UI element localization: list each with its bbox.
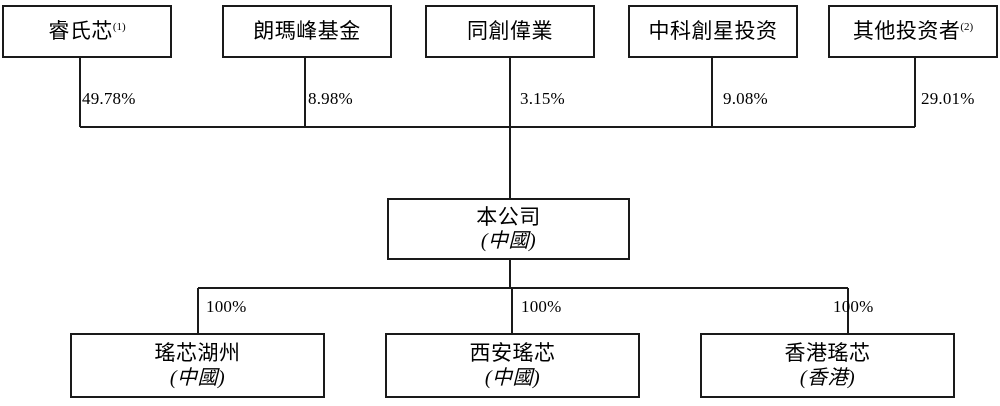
ownership-label-tongchuang: 3.15% [520,89,565,108]
ownership-label-xian-yaoxin: 100% [521,297,562,316]
node-title: 睿氏芯(1) [48,18,126,43]
node-title: 其他投资者(2) [852,18,974,43]
ownership-label-zhongke: 9.08% [723,89,768,108]
node-jurisdiction: (中國) [484,366,541,389]
subsidiary-box-yaoxin-huzhou[interactable]: 瑤芯湖州(中國) [70,333,325,398]
node-title: 西安瑤芯 [469,341,556,366]
node-title: 瑤芯湖州 [154,341,241,366]
ownership-label-ruishixin: 49.78% [82,89,136,108]
ownership-label-others: 29.01% [921,89,975,108]
node-title: 香港瑤芯 [784,341,871,366]
node-title: 中科創星投资 [648,18,778,43]
shareholder-box-zhongke[interactable]: 中科創星投资 [628,5,798,58]
node-title: 本公司 [476,204,541,229]
node-title: 朗瑪峰基金 [253,18,361,43]
shareholder-box-others[interactable]: 其他投资者(2) [828,5,998,58]
node-jurisdiction: (中國) [169,366,226,389]
shareholder-box-tongchuang[interactable]: 同創偉業 [425,5,595,58]
node-jurisdiction: (中國) [480,230,537,253]
footnote-marker: (2) [960,20,974,33]
ownership-label-yaoxin-huzhou: 100% [206,297,247,316]
node-title: 同創偉業 [467,18,553,43]
node-jurisdiction: (香港) [799,366,856,389]
subsidiary-box-hongkong-yaoxin[interactable]: 香港瑤芯(香港) [700,333,955,398]
shareholder-box-langmafeng[interactable]: 朗瑪峰基金 [222,5,392,58]
company-box-the-company[interactable]: 本公司(中國) [387,198,630,260]
subsidiary-box-xian-yaoxin[interactable]: 西安瑤芯(中國) [385,333,640,398]
ownership-label-hongkong-yaoxin: 100% [833,297,874,316]
shareholder-box-ruishixin[interactable]: 睿氏芯(1) [2,5,172,58]
ownership-label-langmafeng: 8.98% [308,89,353,108]
footnote-marker: (1) [112,20,126,33]
